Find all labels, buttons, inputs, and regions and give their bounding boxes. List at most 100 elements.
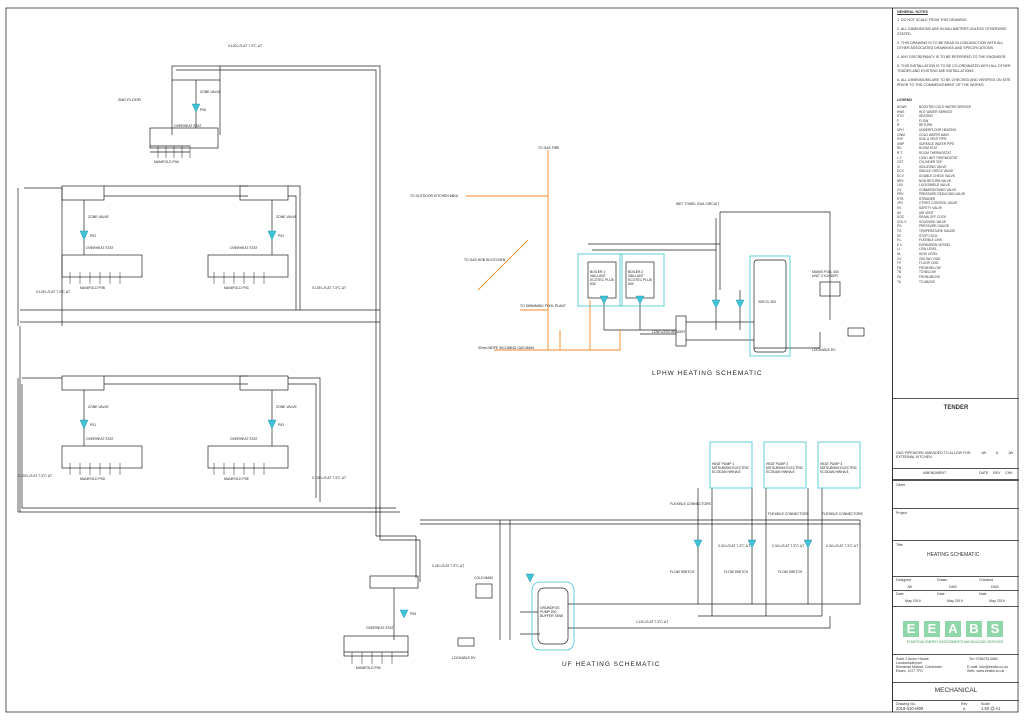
legend-code: F.L. bbox=[897, 238, 903, 243]
boiler-label: BOILER 2 VAILLANT ECOTEC PLUS 630 bbox=[628, 270, 652, 286]
legend-row: 2PV 2 PORT CONTROL VALVE bbox=[897, 201, 1015, 206]
legend-description: FROM BELOW bbox=[919, 265, 941, 270]
zone-valve-label: ZONE VALVE bbox=[88, 405, 109, 409]
legend-code: TB bbox=[897, 270, 902, 275]
legend-description: COLD WATER MAIN bbox=[919, 132, 949, 137]
legend-description: HOT WATER SERVICE bbox=[919, 109, 953, 114]
legend-description: SAFETY VALVE bbox=[919, 206, 943, 211]
legend-description: PRESSURE GAUGE bbox=[919, 224, 949, 229]
address-line: Suite 2 Acorn House bbox=[896, 657, 929, 661]
legend-code: TG bbox=[897, 229, 902, 234]
legend-description: FLOW bbox=[919, 118, 929, 123]
legend-code: LSV bbox=[897, 183, 904, 188]
legend-code: 2PV bbox=[897, 201, 904, 206]
logo-letter: S bbox=[987, 621, 1003, 637]
legend-code: FB bbox=[897, 265, 902, 270]
drawing-number-row: Drawing No. 2019-010-M09 Rev A Scale 1:5… bbox=[893, 700, 1019, 713]
legend-code: SWP bbox=[897, 141, 905, 146]
note-item: 6. ALL DIMENSIONS ARE TO BE CHECKED AND … bbox=[897, 78, 1011, 87]
legend-code: CST bbox=[897, 160, 904, 165]
legend-heading: LEGEND bbox=[897, 98, 912, 102]
legend-description: BOOSTED COLD WATER SERVICE bbox=[919, 105, 972, 109]
legend-description: TO ABOVE bbox=[919, 279, 936, 284]
flow-switch-label: FLOW SWITCH bbox=[778, 570, 803, 574]
legend-description: DRAIN OFF COCK bbox=[919, 215, 947, 220]
title-cell: Title HEATING SCHEMATIC bbox=[893, 540, 1019, 577]
legend-description: TEMPERATURE GAUGE bbox=[919, 229, 956, 234]
date-label: Date bbox=[937, 592, 945, 596]
zone-valve-label: ZONE VALVE bbox=[276, 215, 297, 219]
amendment-header: AMENDMENT bbox=[923, 471, 947, 475]
legend-description: AIR VENT bbox=[919, 210, 934, 215]
legend-code: CWM bbox=[897, 132, 905, 137]
scale: 1:50 @ A1 bbox=[981, 706, 1001, 711]
legend-description: HIGH LEVEL bbox=[919, 252, 938, 256]
date-row: Date Date Date May 2019 May 2019 May 201… bbox=[893, 590, 1019, 605]
gas-label: TO GAS FIRE bbox=[538, 146, 560, 150]
pump-label: P03 bbox=[278, 423, 285, 427]
manifold-header-box bbox=[171, 65, 221, 81]
wet-towel-label: WET TOWEL RAIL CIRCUIT bbox=[676, 202, 720, 206]
overheat-label: OVERHEAT STAT bbox=[86, 246, 114, 250]
overheat-label: OVERHEAT STAT bbox=[230, 246, 258, 250]
heat-pump-label: HEAT PUMP 3 MITSUBISHI ELECTRIC ECODAN H… bbox=[820, 462, 858, 474]
legend-description: LOW LEVEL bbox=[919, 247, 938, 252]
gas-label: 32mm MDPE INCOMING GAS MAIN bbox=[478, 346, 534, 350]
manifold-ports bbox=[69, 146, 393, 664]
tender-cell: TENDER GAS PIPEWORK AMENDED TO ALLOW FOR… bbox=[893, 398, 1019, 459]
date-label: Date bbox=[896, 592, 904, 596]
legend-code: DCV bbox=[897, 169, 904, 174]
heat-pump-units bbox=[531, 253, 861, 651]
legend-description: STOP COCK bbox=[919, 233, 938, 238]
legend-description: HEATING bbox=[919, 114, 933, 119]
legend-code: PG bbox=[897, 224, 902, 229]
flow-rate-label: 0.203 L/S AT 7.3°C ΔT bbox=[18, 474, 53, 478]
company-tagline: ELMSTEAD ENERGY ASSESSMENTS AND BUILDING… bbox=[907, 640, 1004, 644]
drawing-title: HEATING SCHEMATIC bbox=[927, 552, 980, 558]
legend-row: FB FROM BELOW bbox=[897, 266, 1015, 271]
title-block: GENERAL NOTES 1. DO NOT SCALE FROM THIS … bbox=[892, 8, 1019, 712]
client-label: Client bbox=[896, 483, 906, 487]
address-line: Essex, CO7 7FD bbox=[896, 669, 923, 673]
legend-description: DOUBLE CHECK VALVE bbox=[919, 173, 955, 178]
pump-label: P06 bbox=[200, 108, 207, 112]
status-title: TENDER bbox=[943, 405, 969, 411]
flow-rate-label: 0.139 L/S AT 7.3°C ΔT bbox=[312, 476, 347, 480]
note-item: 3. THIS DRAWING IS TO BE READ IN CONJUNC… bbox=[897, 41, 1004, 50]
chk-header: CHK bbox=[1005, 471, 1013, 475]
legend-description: CEILING VOID bbox=[919, 256, 941, 261]
zone-valve-label: ZONE VALVE bbox=[88, 215, 109, 219]
legend-description: SOIL & VENT PIPE bbox=[919, 137, 947, 142]
legend-row: PG PRESSURE GAUGE bbox=[897, 224, 1015, 229]
logo-letter: E bbox=[903, 621, 919, 637]
flow-rate-label: 0.139 L/S AT 7.3°C ΔT bbox=[36, 290, 71, 294]
legend-code: STR bbox=[897, 196, 904, 201]
legend-code: R bbox=[897, 123, 900, 128]
cold-main-label: COLD MAIN bbox=[474, 576, 493, 580]
drawn-value: DMC bbox=[949, 585, 958, 589]
legend-row: L.T.LOW LIMIT THERMOSTAT bbox=[897, 156, 1015, 161]
legend-code: SVP bbox=[897, 137, 904, 142]
checked-value: DMC bbox=[991, 585, 1000, 589]
logo-letter: A bbox=[945, 621, 961, 637]
title-label: Title bbox=[896, 543, 903, 547]
note-item: 4. ANY DISCREPANCY IS TO BE REFERRED TO … bbox=[897, 55, 1007, 60]
designed-row: Designed Drawn Checked JW DMC DMC bbox=[893, 576, 1019, 591]
legend-description: 2 PORT CONTROL VALVE bbox=[919, 201, 958, 206]
logo-letter: B bbox=[966, 621, 982, 637]
gas-label: TO GAS HOB IN KITCHEN bbox=[464, 258, 506, 262]
boiler-label: BOILER 1 VAILLANT ECOTEC PLUS 630 bbox=[590, 270, 614, 286]
legend-code: E.V. bbox=[897, 242, 903, 247]
mains-label: MAINS POLL 300 UNIT CYLINDER bbox=[812, 270, 839, 278]
